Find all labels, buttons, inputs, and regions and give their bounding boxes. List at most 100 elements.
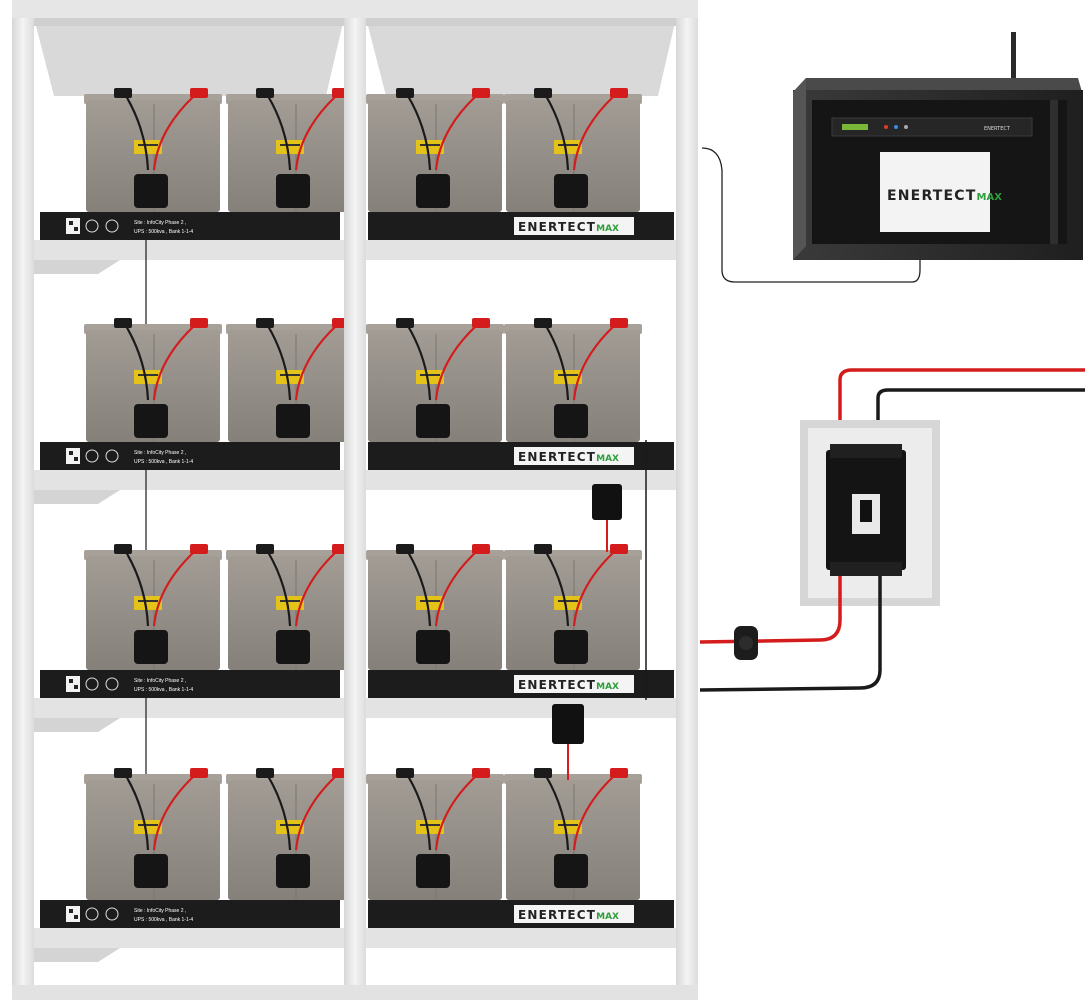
warning-label xyxy=(276,820,304,834)
cell-sensor xyxy=(416,174,450,208)
tier-4: Site : InfoCity Phase 2 , UPS : 500kva , … xyxy=(34,768,676,962)
brand-logo: ENERTECTMAX xyxy=(518,908,619,922)
cell-sensor xyxy=(554,630,588,664)
negative-terminal xyxy=(534,318,552,328)
qr-code xyxy=(66,448,80,464)
negative-terminal xyxy=(114,318,132,328)
rack-bottom-rail xyxy=(12,985,698,1000)
monitoring-device-unit xyxy=(831,117,1033,137)
cell-sensor xyxy=(134,630,168,664)
rack-post-middle xyxy=(344,0,366,1000)
negative-terminal xyxy=(534,768,552,778)
battery xyxy=(504,544,642,670)
positive-terminal xyxy=(610,768,628,778)
negative-terminal xyxy=(396,544,414,554)
battery xyxy=(84,88,222,212)
cell-sensor xyxy=(276,630,310,664)
cell-sensor xyxy=(134,404,168,438)
battery xyxy=(226,544,364,670)
cell-sensor xyxy=(554,404,588,438)
positive-terminal xyxy=(610,318,628,328)
cell-sensor xyxy=(276,404,310,438)
brand-plate xyxy=(514,217,634,235)
tier-1: Site : InfoCity Phase 2 , UPS : 500kva , … xyxy=(34,88,676,370)
warning-label xyxy=(276,370,304,384)
battery-icon xyxy=(85,677,99,691)
sensor-module-upper xyxy=(592,484,622,520)
negative-terminal xyxy=(396,88,414,98)
warning-label xyxy=(416,140,444,154)
warning-label xyxy=(276,596,304,610)
negative-terminal xyxy=(396,318,414,328)
device-brand-text: ENERTECT xyxy=(984,126,1011,132)
battery xyxy=(504,768,642,900)
battery xyxy=(226,318,364,442)
negative-terminal xyxy=(256,318,274,328)
positive-terminal xyxy=(472,544,490,554)
brand-logo: ENERTECTMAX xyxy=(518,220,619,234)
brand-plate xyxy=(514,447,634,465)
positive-terminal xyxy=(190,318,208,328)
shelf-beam xyxy=(40,442,340,470)
warning-label xyxy=(416,370,444,384)
shelf-site-text: Site : InfoCity Phase 2 , xyxy=(134,220,186,226)
cell-sensor xyxy=(554,174,588,208)
cell-sensor xyxy=(416,854,450,888)
negative-terminal xyxy=(114,544,132,554)
sensor-module-lower xyxy=(552,704,584,744)
warning-label xyxy=(276,140,304,154)
positive-terminal xyxy=(190,88,208,98)
shelf-beam xyxy=(40,212,340,240)
qr-code xyxy=(66,218,80,234)
warning-label xyxy=(134,820,162,834)
shelf-beam xyxy=(40,900,340,928)
rack-post-left xyxy=(12,0,34,1000)
cell-sensor xyxy=(416,630,450,664)
battery xyxy=(226,768,364,900)
negative-terminal xyxy=(256,88,274,98)
cell-sensor xyxy=(276,174,310,208)
positive-terminal xyxy=(190,544,208,554)
positive-terminal xyxy=(610,88,628,98)
warning-label xyxy=(134,140,162,154)
battery xyxy=(366,768,504,900)
shelf-ups-text: UPS : 500kva , Bank 1-1-4 xyxy=(134,917,193,923)
bolt-icon xyxy=(105,449,119,463)
negative-terminal xyxy=(534,544,552,554)
brand-logo-cabinet: ENERTECTMAX xyxy=(887,188,1002,204)
positive-terminal xyxy=(472,88,490,98)
negative-terminal xyxy=(256,544,274,554)
warning-label xyxy=(416,820,444,834)
shelf-site-text: Site : InfoCity Phase 2 , xyxy=(134,908,186,914)
battery-tiers: Site : InfoCity Phase 2 , UPS : 500kva , … xyxy=(34,88,676,962)
rack-post-right xyxy=(676,0,698,1000)
cell-sensor xyxy=(554,854,588,888)
battery xyxy=(366,318,504,442)
rack-top-beam xyxy=(12,0,698,18)
battery xyxy=(84,544,222,670)
battery-icon xyxy=(85,219,99,233)
battery xyxy=(84,318,222,442)
dc-breaker-box xyxy=(699,368,1085,692)
warning-label xyxy=(134,596,162,610)
bolt-icon xyxy=(105,907,119,921)
shelf-ups-text: UPS : 500kva , Bank 1-1-4 xyxy=(134,687,193,693)
battery-icon xyxy=(85,449,99,463)
qr-code xyxy=(66,676,80,692)
shelf-site-text: Site : InfoCity Phase 2 , xyxy=(134,450,186,456)
brand-logo: ENERTECTMAX xyxy=(518,450,619,464)
sensor-modules xyxy=(552,440,647,780)
shelf-ups-text: UPS : 500kva , Bank 1-1-4 xyxy=(134,229,193,235)
qr-code xyxy=(66,906,80,922)
battery xyxy=(366,544,504,670)
monitor-display-panel xyxy=(880,152,990,232)
bolt-icon xyxy=(105,677,119,691)
cell-sensor xyxy=(134,174,168,208)
battery-icon xyxy=(85,907,99,921)
battery xyxy=(366,88,504,212)
negative-terminal xyxy=(256,768,274,778)
battery xyxy=(504,88,642,212)
wall-cabinet: ENERTECT ENERTECTMAX xyxy=(701,32,1083,283)
warning-label xyxy=(554,140,582,154)
